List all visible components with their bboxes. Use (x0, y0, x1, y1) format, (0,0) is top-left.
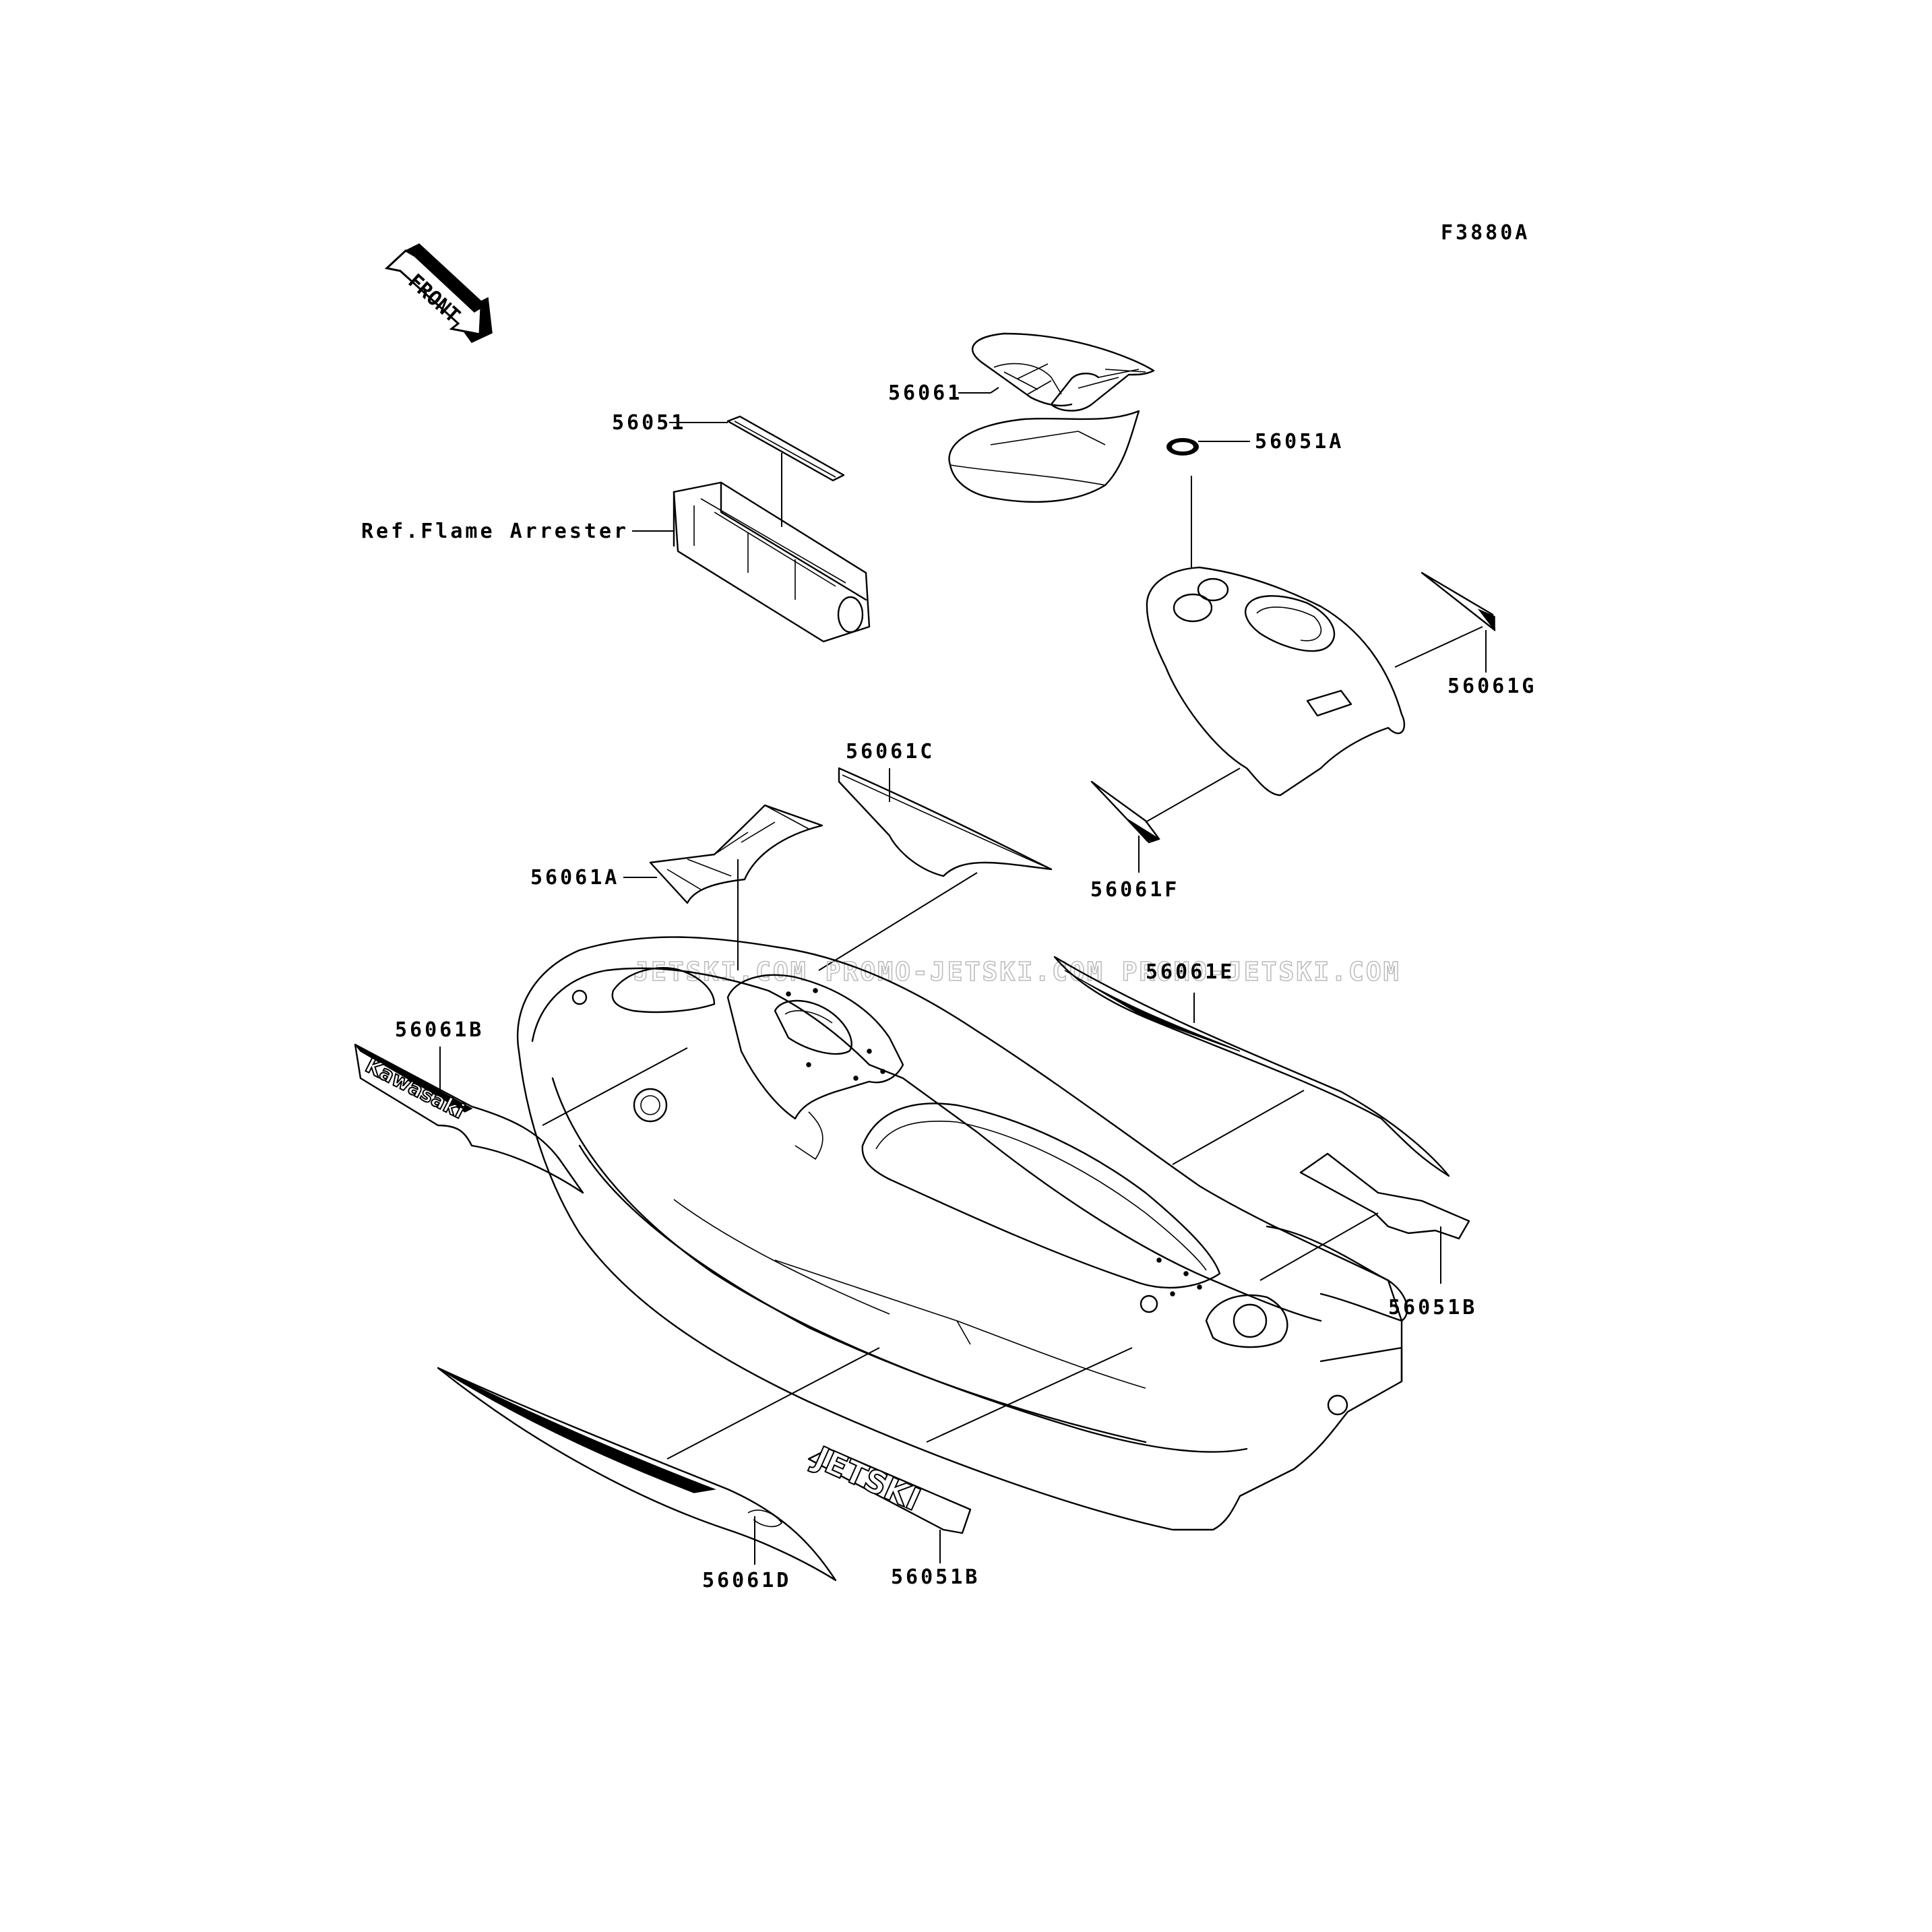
callout-56051B-right: 56051B (1388, 1296, 1477, 1319)
callout-56061A: 56061A (530, 866, 619, 890)
hull-body-part (516, 936, 1408, 1531)
callout-56061: 56061 (888, 381, 962, 405)
decal-56061A (649, 804, 823, 904)
diagram-code: F3880A (1441, 221, 1530, 245)
decal-56051B-right (1299, 1152, 1470, 1240)
callout-56061F: 56061F (1090, 878, 1179, 902)
callout-56061D: 56061D (702, 1569, 791, 1592)
callout-ref-flame-arrester: Ref.Flame Arrester (361, 520, 629, 543)
decal-56061G (1421, 571, 1496, 632)
decal-56061F (1090, 780, 1161, 844)
callout-56051: 56051 (612, 411, 686, 435)
callout-56061G: 56061G (1447, 675, 1536, 698)
seat-lower-part (948, 410, 1140, 503)
callout-56061B: 56061B (395, 1018, 484, 1042)
twin-carb-decal (726, 415, 845, 482)
decal-56061C (838, 767, 1053, 877)
decal-56061D (437, 1367, 837, 1582)
callout-56061E: 56061E (1146, 960, 1235, 984)
jetski-decal: JETSKI (807, 1437, 972, 1534)
flame-arrester-part (673, 481, 871, 643)
front-arrow-icon: FRONT (384, 243, 493, 343)
callout-56051B-bottom: 56051B (891, 1565, 980, 1589)
callout-56061C: 56061C (846, 740, 935, 764)
emblem-decal-small (1166, 438, 1199, 456)
decal-56061E (1053, 956, 1450, 1177)
seat-cover-decal (971, 332, 1155, 412)
handlebar-cover-part (1146, 566, 1406, 797)
watermark-text: JETSKI.COM PROMO-JETSKI.COM PROMO-JETSKI… (633, 957, 1401, 987)
callout-56051A: 56051A (1255, 430, 1344, 454)
jetski-logo-text: JETSKI (807, 1438, 926, 1518)
